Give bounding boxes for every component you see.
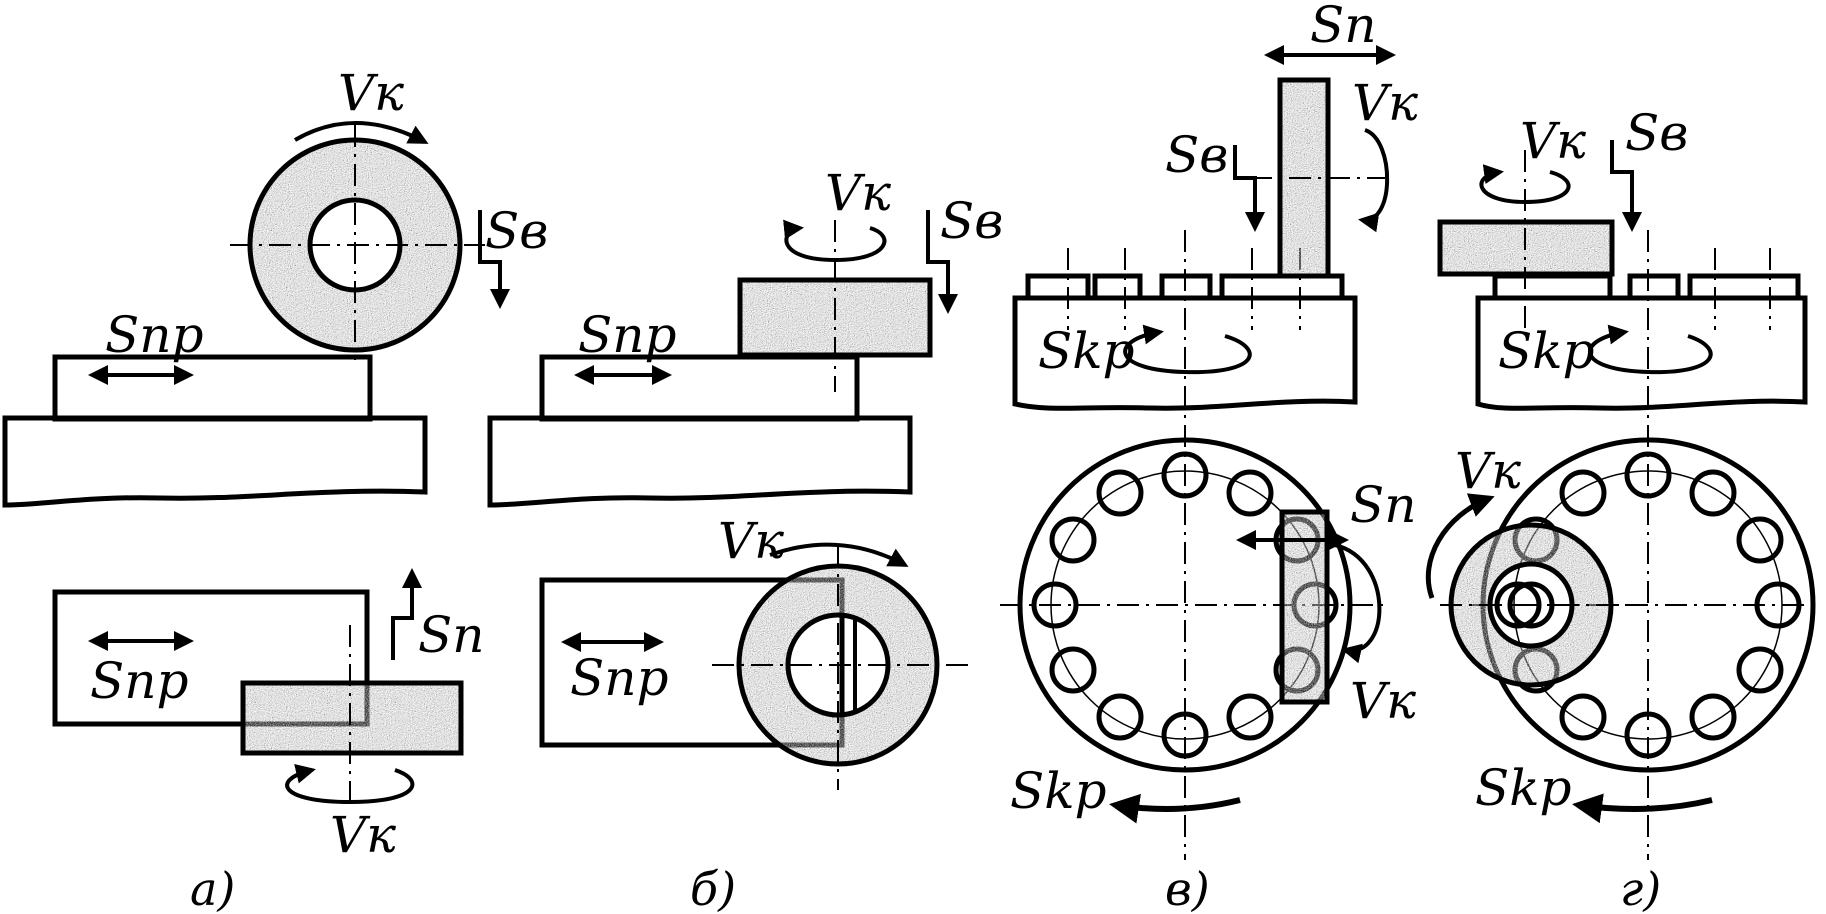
- workpieces-plan-v: [1031, 451, 1339, 759]
- scheme-v: Sn Vк Sв Skp Sn Vк Skp в): [1000, 0, 1418, 914]
- label-sn-top-v: Sn: [1310, 0, 1376, 54]
- rotation-arrow-vk-b: [783, 219, 887, 263]
- label-skp-plan-g: Skp: [1475, 759, 1572, 817]
- label-vk-g: Vк: [1520, 112, 1586, 170]
- label-vk-plan-v: Vк: [1350, 672, 1416, 730]
- grinding-wheel-plan-a: [240, 680, 464, 756]
- label-sv-b: Sв: [940, 192, 1003, 250]
- table-base-a: [2, 415, 428, 508]
- label-vk-plan-a: Vк: [330, 806, 396, 864]
- workpiece-plan-b: [539, 577, 845, 748]
- workpiece-a: [52, 354, 373, 422]
- grinding-wheel-plan-b: [736, 563, 940, 767]
- rotation-arrow-vk-plan-b: [769, 542, 909, 567]
- feed-arrow-sv-a: [478, 210, 510, 309]
- label-sn-plan-v: Sn: [1350, 476, 1416, 534]
- rotary-table-side-g: [1475, 295, 1808, 411]
- rotation-arrow-vk-plan-a: [285, 763, 415, 805]
- rotation-arrow-vk-a: [293, 121, 429, 144]
- label-skp-plan-v: Skp: [1010, 762, 1107, 820]
- label-sn-a: Sn: [418, 606, 484, 664]
- label-skp-v: Skp: [1038, 322, 1135, 380]
- feed-arrow-sn-a: [391, 568, 422, 660]
- label-snp-a: Snp: [105, 306, 203, 364]
- label-skp-g: Skp: [1498, 322, 1595, 380]
- rotation-arrow-skp-v: [1123, 324, 1252, 375]
- rotation-arrow-vk-plan-v: [1334, 543, 1382, 664]
- label-vk-b: Vк: [825, 164, 891, 222]
- rotation-arrow-vk-v: [1358, 128, 1390, 233]
- label-snp-plan-a: Snp: [90, 652, 188, 710]
- workpiece-plan-a: [52, 589, 370, 727]
- label-vk-v: Vк: [1352, 74, 1418, 132]
- rotation-arrow-vk-g: [1479, 164, 1571, 205]
- caption-a: а): [190, 862, 235, 914]
- rotation-arrow-skp-plan-v: [1109, 793, 1241, 824]
- label-vk-plan-g: Vк: [1455, 442, 1521, 500]
- feed-arrow-sv-v: [1233, 145, 1265, 232]
- feed-arrow-sv-g: [1610, 140, 1642, 232]
- scheme-g: Vк Sв Skp Vк Skp г): [1425, 104, 1816, 914]
- label-snp-plan-b: Snp: [570, 649, 668, 707]
- workpiece-row-g: [1492, 273, 1801, 301]
- rotation-arrow-skp-g: [1588, 324, 1713, 375]
- rotation-arrow-skp-plan-g: [1572, 793, 1713, 824]
- caption-g: г): [1620, 862, 1661, 914]
- table-base-b: [487, 415, 913, 508]
- label-snp-b: Snp: [578, 306, 676, 364]
- rotation-arrow-vk-plan-g: [1425, 493, 1495, 599]
- label-sv-g: Sв: [1625, 104, 1688, 162]
- caption-v: в): [1165, 862, 1210, 914]
- label-sv-a: Sв: [485, 202, 548, 260]
- label-vk-plan-b: Vк: [718, 512, 784, 570]
- caption-b: б): [690, 862, 736, 914]
- label-vk-a: Vк: [338, 64, 404, 122]
- feed-arrow-sv-b: [926, 210, 958, 314]
- label-sv-v: Sв: [1165, 126, 1228, 184]
- scheme-b: Vк Sв Snp Vк Snp б): [487, 164, 1003, 914]
- workpiece-b: [539, 354, 860, 422]
- scheme-a: Vк Sв Snp Snp Sn Vк а): [2, 64, 548, 914]
- rotary-table-side-v: [1012, 295, 1358, 411]
